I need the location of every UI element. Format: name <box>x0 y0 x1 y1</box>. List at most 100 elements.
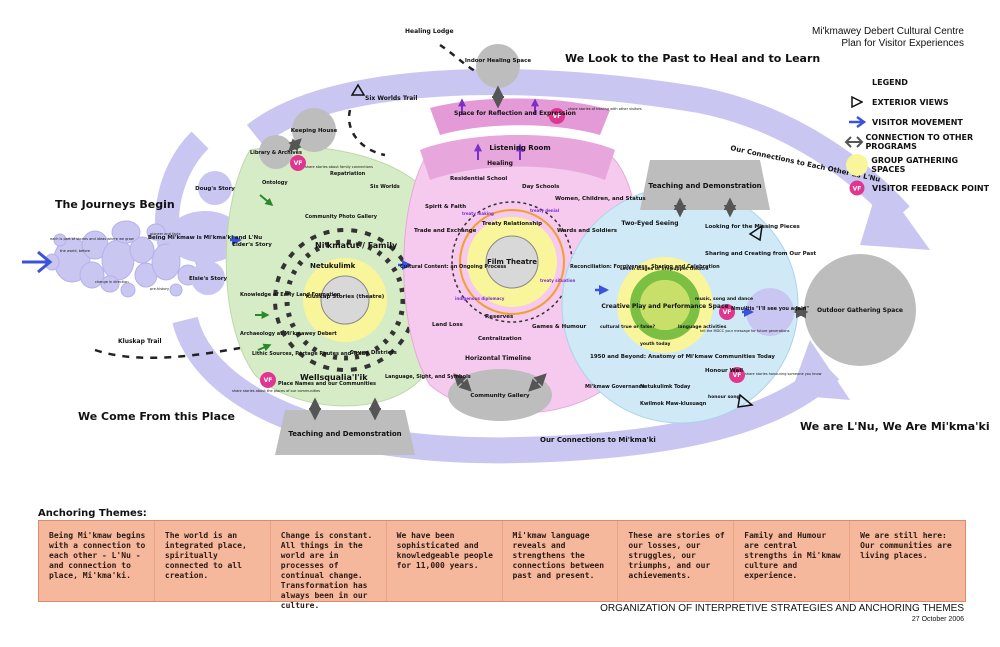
healing-lodge-label: Healing Lodge <box>405 28 454 35</box>
theme-cell: The world is an integrated place, spirit… <box>155 521 271 601</box>
sharing-creating-label: Sharing and Creating from Our Past <box>705 251 817 257</box>
green-arrow-3 <box>257 343 272 352</box>
vf-badge[interactable] <box>549 108 565 124</box>
nmultes-label: Nmu'ltis "I'll see you again" <box>731 306 809 312</box>
theme-cell: Being Mi'kmaw begins with a connection t… <box>39 521 155 601</box>
journeys-title: The Journeys Begin <box>55 198 175 211</box>
exterior-view-3 <box>737 393 754 408</box>
legend-label: VISITOR FEEDBACK POINT <box>872 183 990 193</box>
look-past-title: We Look to the Past to Heal and to Learn <box>565 52 820 65</box>
visitor-movement-icon <box>842 115 872 129</box>
horizontal-timeline-label: Horizontal Timeline <box>465 355 531 362</box>
netukulimk-today-label: Netukulimk Today <box>640 384 691 390</box>
youth-today-label: youth today <box>640 341 671 347</box>
trade-exchange-label: Trade and Exchange <box>414 228 477 234</box>
kluskap-stories-label: Kluskap Stories (theatre) <box>306 294 385 300</box>
teaching-right-label: Teaching and Demonstration <box>648 182 761 190</box>
language-label: Language, Sight, and Symbols <box>385 374 471 380</box>
legend-title-row: LEGEND <box>842 72 992 92</box>
dougs-story-bubble <box>198 171 232 205</box>
vf-badge[interactable] <box>260 372 276 388</box>
treaty-denial-label: treaty denial <box>530 208 560 213</box>
six-worlds-trail-label: Six Worlds Trail <box>365 95 417 102</box>
entry-arrow <box>22 250 53 274</box>
cultural-true-label: cultural true or false? <box>600 324 655 330</box>
place-names-label: Place Names and our Communities <box>278 381 376 387</box>
legend-label: CONNECTION TO OTHER PROGRAMS <box>865 133 974 151</box>
wards-soldiers-label: Wards and Soldiers <box>557 228 618 234</box>
repatriation-label: Repatriation <box>330 171 366 177</box>
vf-badge[interactable] <box>729 367 745 383</box>
treaty-situation-label: treaty situation <box>540 278 575 283</box>
legend: LEGEND EXTERIOR VIEWS VISITOR MOVEMENT C… <box>842 72 992 198</box>
footer-title: ORGANIZATION OF INTERPRETIVE STRATEGIES … <box>600 603 964 614</box>
elsies-story-bubble <box>191 261 225 295</box>
honour-wall-label: Honour Wall <box>705 368 743 374</box>
six-worlds-trail-path <box>347 109 386 157</box>
treaty-orange-ring <box>459 209 565 315</box>
theme-cell: Change is constant. All things in the wo… <box>271 521 387 610</box>
teaching-right-grey <box>640 160 770 210</box>
elsies-story-label: Elsie's Story <box>189 276 227 282</box>
community-gallery-ellipse <box>448 369 552 421</box>
theme-cell: We have been sophisticated and knowledge… <box>387 521 503 601</box>
feedback-point-icon: VF <box>842 180 872 196</box>
music-label: music, song and dance <box>695 296 753 302</box>
library-label: Library & Archives <box>250 150 302 156</box>
day-schools-label: Day Schools <box>522 184 560 190</box>
creative-play-ring <box>630 270 700 340</box>
archaeology-label: Archaeology at Mi'kmawey Debert <box>240 331 337 337</box>
creative-play-circle <box>640 280 690 330</box>
six-worlds-label: Six Worlds <box>370 184 400 190</box>
kluskap-trail-label: Kluskap Trail <box>118 338 162 345</box>
residential-school-label: Residential School <box>450 176 507 182</box>
small-text: pre-history <box>150 287 169 291</box>
indigenous-diplomacy-label: indigenous diplomacy <box>455 296 505 301</box>
anatomy-label: 1950 and Beyond: Anatomy of Mi'kmaw Comm… <box>590 354 775 360</box>
vf-label: VF <box>723 309 732 316</box>
vf-healing-note: share stories of healing with other visi… <box>568 107 642 111</box>
theme-cell: Family and Humour are central strengths … <box>734 521 851 601</box>
green-arrow-1 <box>259 194 274 207</box>
org-name: Mi'kmawey Debert Cultural Centre <box>812 26 964 37</box>
legend-title: LEGEND <box>872 77 908 87</box>
knowledge-early-label: Knowledge of Early Land Formation <box>240 292 341 298</box>
theme-cell: These are stories of our losses, our str… <box>618 521 735 601</box>
puppet-theatre-label: puppet theatre <box>670 266 709 272</box>
conn-arrow-2 <box>528 373 547 392</box>
language-activities-label: language activities <box>678 324 727 330</box>
connection-arrow-icon <box>842 135 865 149</box>
vf-places-note: share stories about the places of our co… <box>232 389 320 393</box>
keeping-house-label: Keeping House <box>291 128 338 134</box>
spirit-faith-label: Spirit & Faith <box>425 204 466 210</box>
flow-band-top-head <box>860 180 930 250</box>
teaching-left-label: Teaching and Demonstration <box>288 430 401 438</box>
theme-cell: We are still here: Our communities are l… <box>860 531 952 560</box>
nikmatut-label: Ni'kmatut / Family <box>315 241 398 250</box>
small-text: pioneer and facts <box>150 232 181 236</box>
themes-strip: Being Mi'kmaw begins with a connection t… <box>38 520 966 610</box>
vf-mdcc-note: tell the MDCC your message for future ge… <box>700 329 790 333</box>
legend-item: EXTERIOR VIEWS <box>842 92 992 112</box>
theme-cell: Mi'kmaw language reveals and strengthens… <box>503 521 619 601</box>
indoor-healing-label: Indoor Healing Space <box>465 58 532 64</box>
connections-mikmaki-label: Our Connections to Mi'kma'ki <box>540 436 656 444</box>
treaty-making-label: treaty making <box>462 211 494 216</box>
conn-arrow-8 <box>288 138 302 152</box>
vf-label: VF <box>553 113 562 120</box>
vf-legend-label: VF <box>853 186 862 193</box>
community-gallery-label: Community Gallery <box>470 393 530 399</box>
header: Mi'kmawey Debert Cultural Centre Plan fo… <box>812 26 964 50</box>
themes-title: Anchoring Themes: <box>38 508 147 519</box>
outdoor-label: Outdoor Gathering Space <box>817 307 903 314</box>
land-loss-label: Land Loss <box>432 322 464 328</box>
gathering-space-icon <box>842 153 871 177</box>
exterior-view-icon <box>842 96 872 108</box>
exterior-view-1 <box>350 83 366 96</box>
vf-badge[interactable] <box>290 155 306 171</box>
legend-item: VISITOR MOVEMENT <box>842 112 992 132</box>
legend-item: GROUP GATHERING SPACES <box>842 152 992 178</box>
governance-label: Mi'kmaw Governance <box>585 384 646 390</box>
vf-badge[interactable] <box>719 304 735 320</box>
legend-item: CONNECTION TO OTHER PROGRAMS <box>842 132 992 152</box>
